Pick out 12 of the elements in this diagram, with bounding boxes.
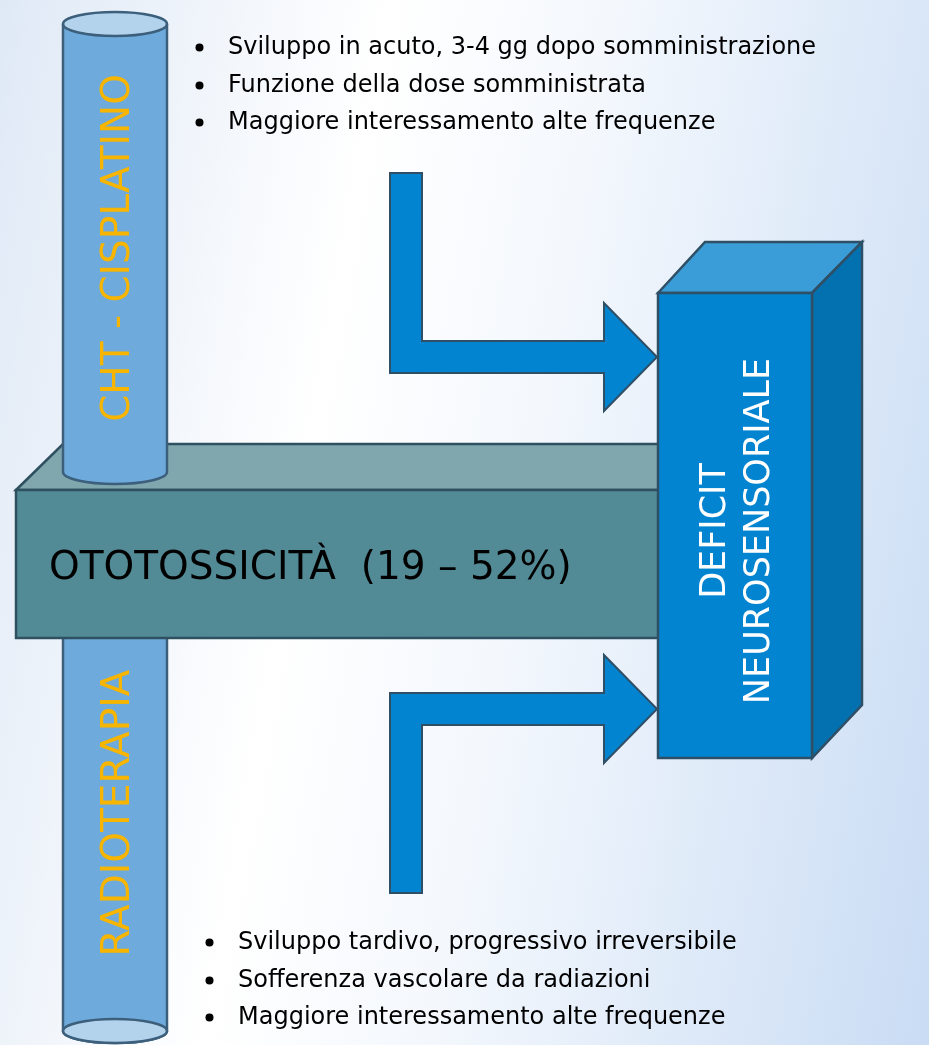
bullet-item: Maggiore interessamento alte frequenze [205, 998, 737, 1036]
node-label: CHT - CISPLATINO [92, 74, 138, 422]
bullet-item: Sviluppo tardivo, progressivo irreversibile [205, 923, 737, 961]
bent-arrow [389, 172, 659, 414]
bent-arrow [389, 652, 659, 894]
bullet-item: Funzione della dose somministrata [195, 65, 817, 103]
bullet-item: Maggiore interessamento alte frequenze [195, 103, 817, 141]
node-label: OTOTOSSICITÀ (19 – 52%) [49, 543, 572, 588]
bullet-item: Sofferenza vascolare da radiazioni [205, 960, 737, 998]
node-label: DEFICIT NEUROSENSORIALE [692, 356, 778, 707]
bullet-item: Sviluppo in acuto, 3-4 gg dopo somministrazione [195, 28, 817, 66]
node-label: RADIOTERAPIA [92, 669, 138, 957]
